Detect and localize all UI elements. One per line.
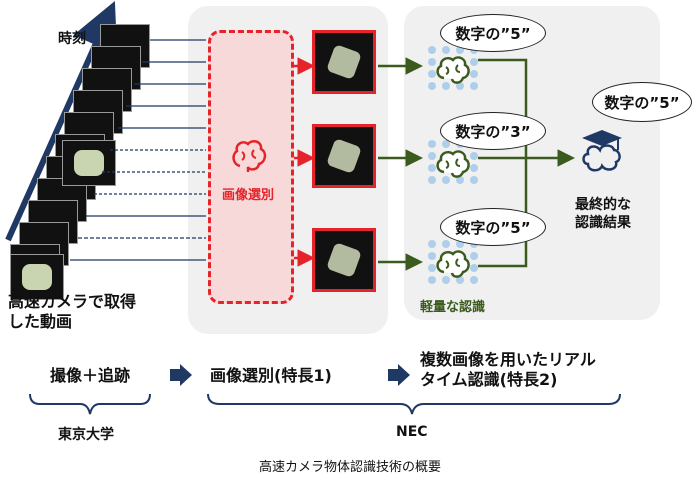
flow-step-2: 画像選別(特長1): [210, 366, 332, 385]
final-bubble: 数字の”5”: [592, 82, 692, 122]
org-tokyo-university: 東京大学: [58, 427, 114, 443]
selected-frame-1: [312, 30, 376, 94]
result-bubble-3: 数字の”5”: [440, 208, 546, 246]
video-frame-visible: [10, 254, 64, 300]
neural-net-brain-icon: [428, 46, 478, 90]
result-bubble-2: 数字の”3”: [440, 112, 546, 150]
image-selection-box: [208, 30, 294, 304]
camera-video-label: 高速カメラで取得 した動画: [8, 292, 137, 331]
flow-step-1: 撮像＋追跡: [50, 366, 131, 385]
video-frame-visible: [62, 140, 116, 186]
org-braces: [29, 393, 621, 415]
figure-caption: 高速カメラ物体認識技術の概要: [258, 460, 441, 475]
org-nec: NEC: [396, 424, 428, 440]
brain-icon: [232, 140, 267, 172]
flow-step-3: 複数画像を用いたリアル タイム認識(特長2): [420, 350, 596, 389]
light-recognition-label: 軽量な認識: [420, 300, 486, 315]
neural-net-brain-icon: [428, 240, 478, 284]
filter-label: 画像選別: [221, 188, 274, 203]
selected-frame-2: [312, 124, 376, 188]
flow-arrow-2: [388, 364, 410, 386]
final-result-label: 最終的な 認識結果: [575, 197, 631, 231]
result-bubble-1: 数字の”5”: [440, 14, 546, 52]
time-axis-label: 時刻: [58, 31, 86, 47]
flow-arrow-1: [170, 364, 192, 386]
selected-frame-3: [312, 228, 376, 292]
graduation-brain-icon: [582, 130, 622, 172]
